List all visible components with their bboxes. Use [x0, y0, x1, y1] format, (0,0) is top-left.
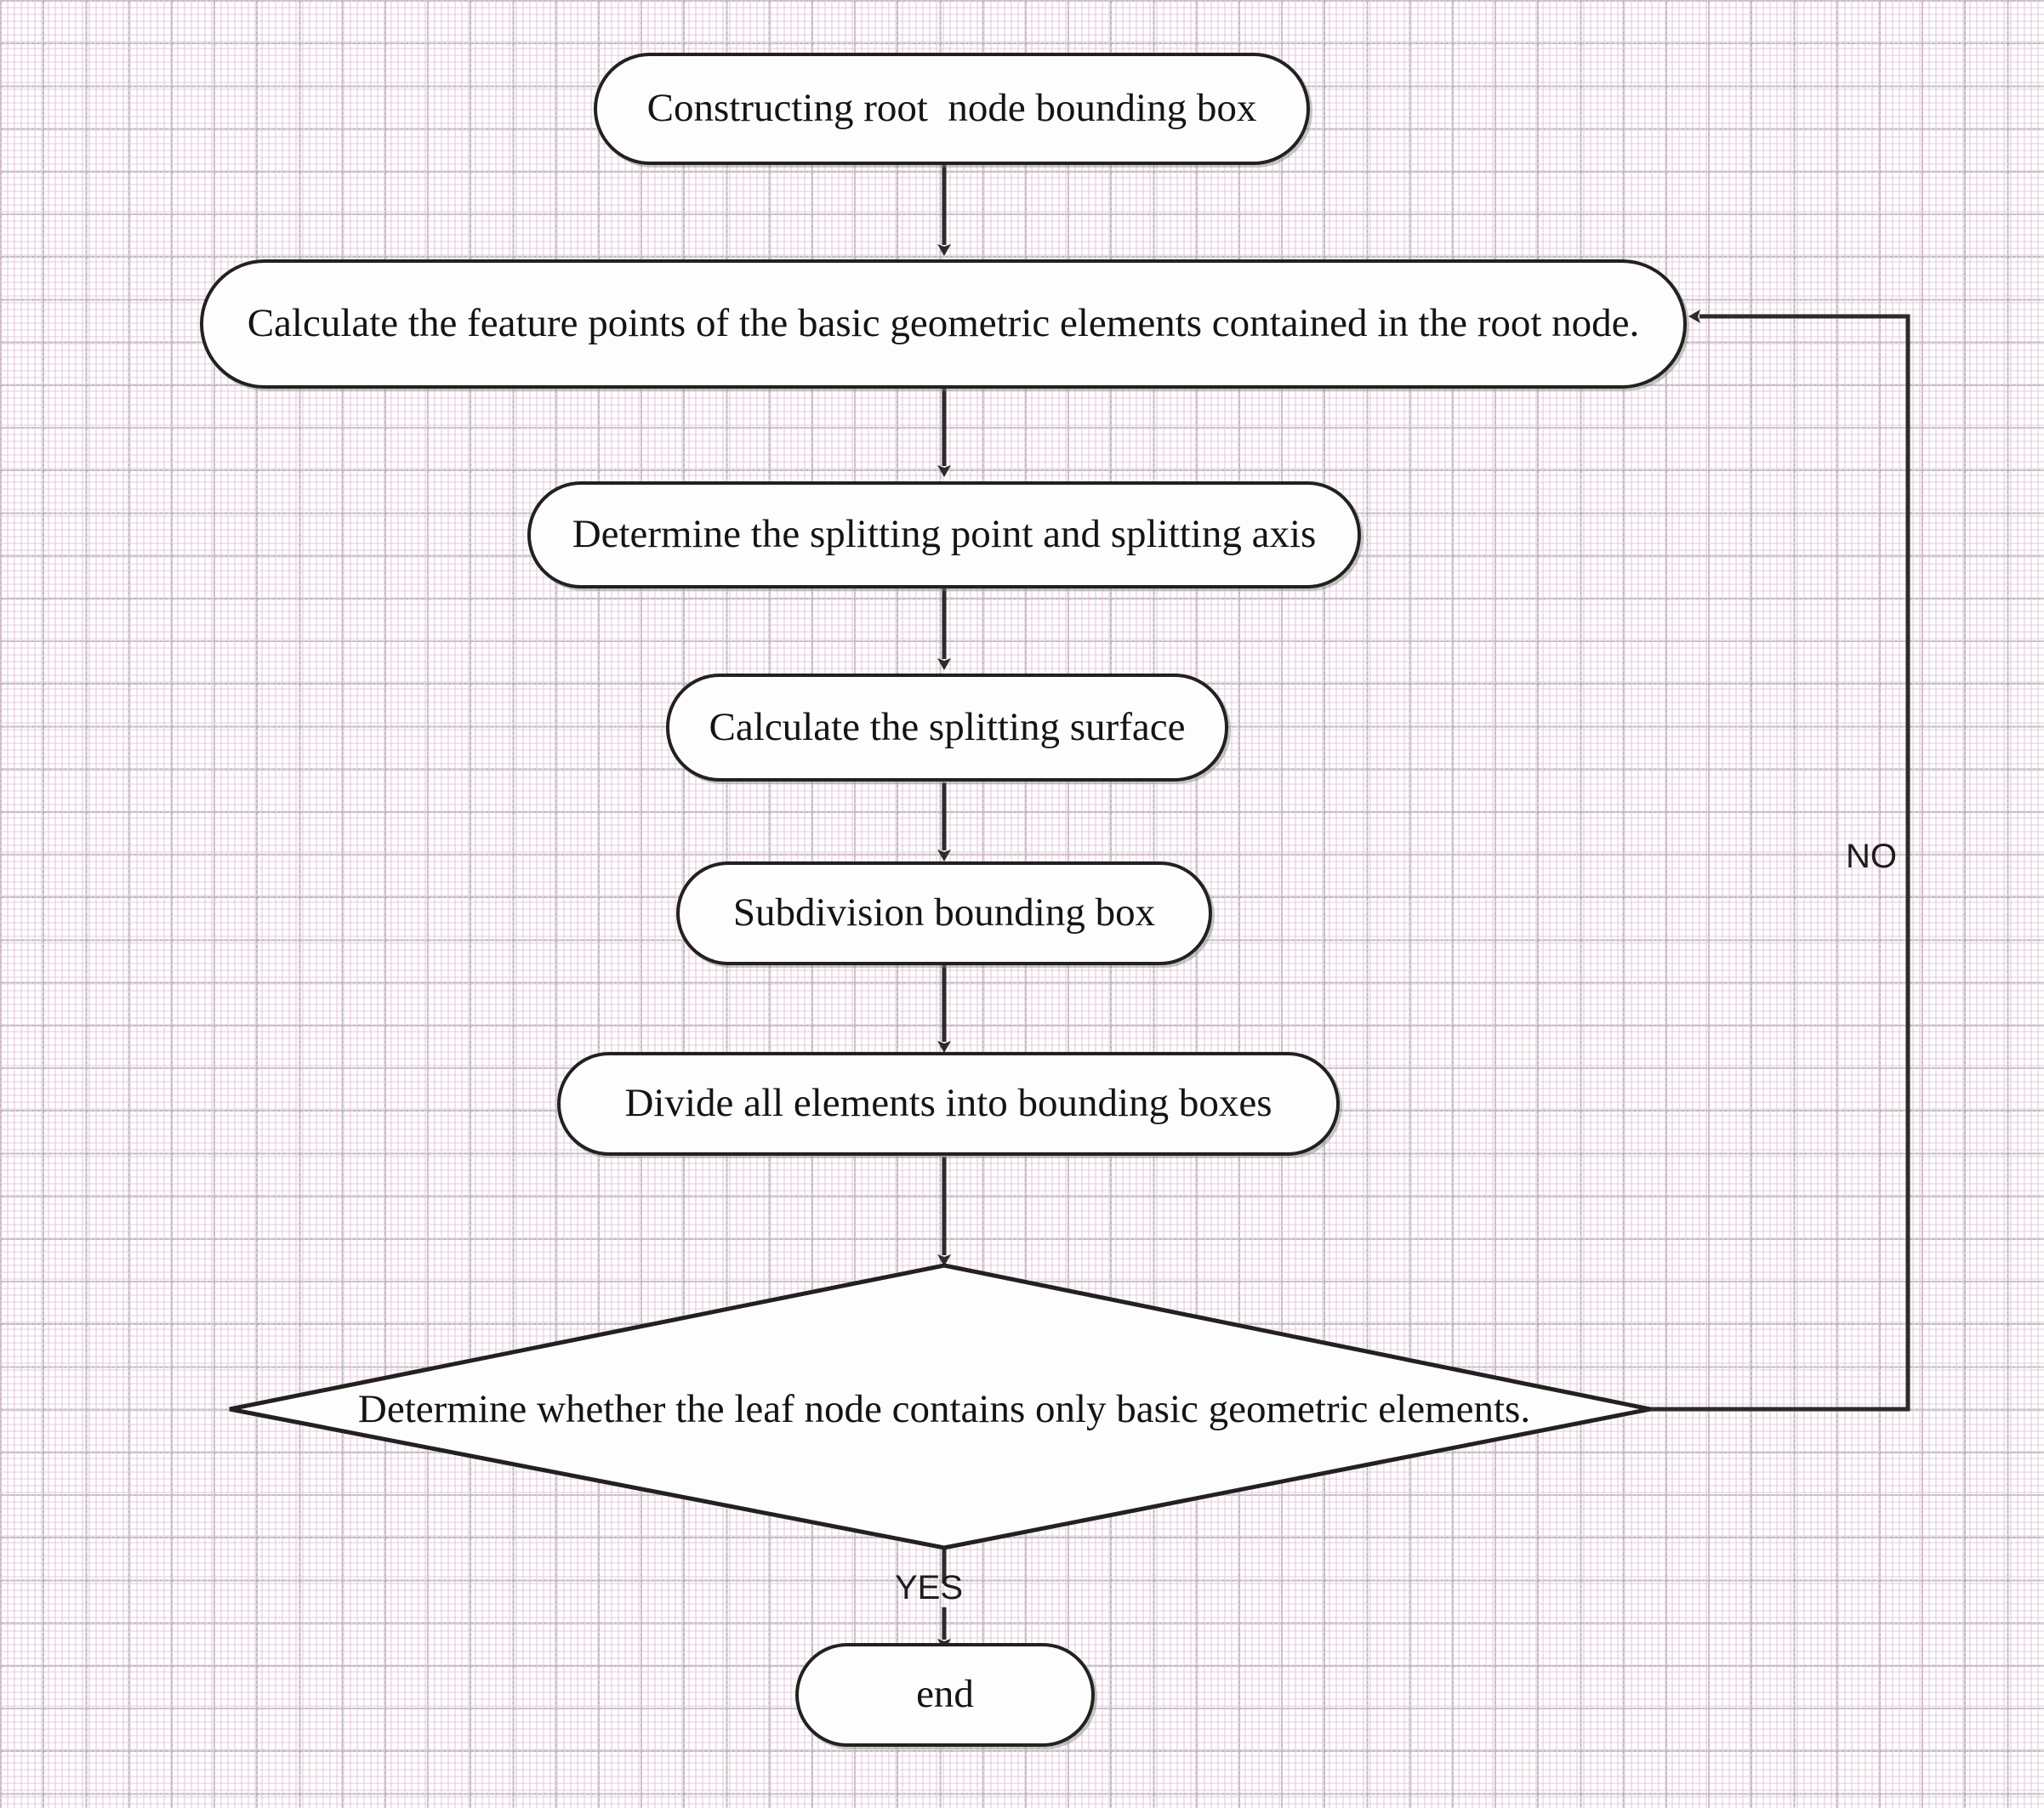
node-subdivision-bounding-box[interactable]: Subdivision bounding box [676, 861, 1212, 965]
node-label: Determine the splitting point and splitt… [572, 512, 1317, 557]
node-label: Constructing root node bounding box [646, 86, 1257, 131]
node-divide-elements-into-bounding-boxes[interactable]: Divide all elements into bounding boxes [557, 1052, 1340, 1156]
node-label: Subdivision bounding box [732, 890, 1156, 935]
node-end[interactable]: end [795, 1643, 1095, 1747]
node-label: end [916, 1672, 974, 1717]
node-label: Divide all elements into bounding boxes [624, 1081, 1273, 1126]
node-determine-splitting-point-axis[interactable]: Determine the splitting point and splitt… [527, 481, 1361, 588]
decision-diamond[interactable] [229, 1263, 1651, 1550]
decision-label: Determine whether the leaf node contains… [357, 1387, 1531, 1431]
node-label: Calculate the feature points of the basi… [247, 301, 1640, 346]
node-calculate-feature-points[interactable]: Calculate the feature points of the basi… [200, 259, 1687, 389]
edge-label-yes: YES [895, 1569, 964, 1606]
connector-decision-n2-no [1650, 310, 1910, 1412]
node-label: Calculate the splitting surface [709, 704, 1186, 749]
edge-label-no: NO [1846, 838, 1897, 875]
node-calculate-splitting-surface[interactable]: Calculate the splitting surface [666, 674, 1228, 782]
node-constructing-root-node-bounding-box[interactable]: Constructing root node bounding box [594, 53, 1310, 165]
